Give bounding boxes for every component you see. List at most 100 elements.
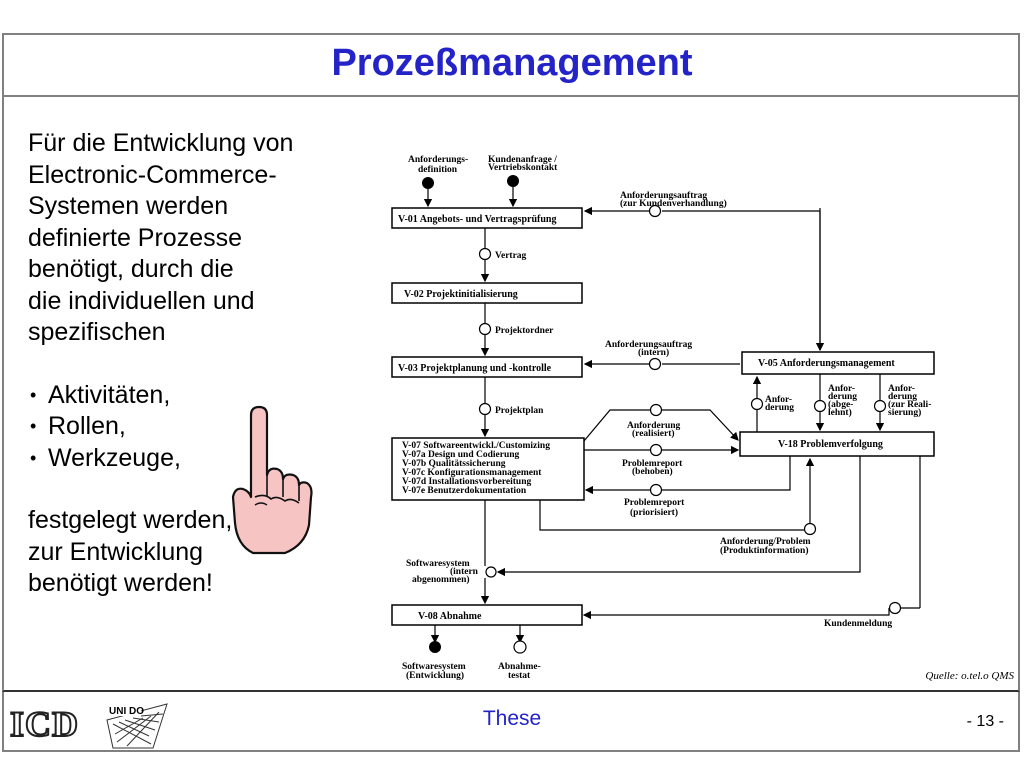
- pointing-hand-icon: [231, 405, 313, 555]
- flow-label: testat: [508, 671, 531, 681]
- flow-label: Anfor-: [828, 384, 855, 394]
- input-label: Kundenanfrage /: [488, 155, 557, 165]
- flow-label: (behoben): [632, 466, 673, 477]
- process-label: V-07a Design und Codierung: [402, 450, 520, 460]
- start-node: [422, 177, 434, 189]
- process-label: V-08 Abnahme: [418, 611, 482, 622]
- start-node: [507, 175, 519, 187]
- process-label: V-05 Anforderungsmanagement: [758, 358, 895, 369]
- flow-label: Softwaresystem: [406, 559, 470, 569]
- intro-line: Electronic-Commerce-: [28, 160, 277, 189]
- flow-node: [478, 322, 492, 336]
- flow-label: Softwaresystem: [402, 662, 466, 672]
- flow-node: [803, 522, 817, 536]
- flow-label: Anforderung/Problem: [720, 537, 811, 547]
- process-box-v18: [739, 431, 935, 457]
- flow-node: [750, 397, 764, 411]
- flow-label: (priorisiert): [630, 507, 678, 518]
- end-node: [429, 641, 441, 653]
- flow-node: [648, 204, 662, 218]
- flow-label: Anforderung: [627, 421, 681, 431]
- flow-label: (Entwicklung): [406, 670, 464, 681]
- flow-label: derung: [888, 392, 917, 402]
- process-label: V-07d Installationsvorbereitung: [402, 477, 531, 487]
- process-label: V-03 Projektplanung und -kontrolle: [398, 363, 552, 374]
- process-box-v03: [391, 356, 583, 378]
- process-label: V-07 Softwareentwickl./Customizing: [402, 441, 550, 451]
- process-box-v01: [391, 207, 583, 229]
- flow-node: [478, 247, 492, 261]
- flow-label: (intern): [638, 347, 669, 358]
- process-box-v08: [391, 604, 583, 626]
- flow-node: [648, 357, 662, 371]
- title-frame: [2, 33, 1020, 97]
- flow-label: (abge-: [828, 399, 853, 410]
- icd-logo: ICD: [9, 703, 80, 745]
- page-number: - 13 -: [966, 713, 1004, 730]
- flow-node: [649, 403, 663, 417]
- process-box-v02: [391, 282, 583, 304]
- input-label: Anforderungs-: [408, 155, 468, 165]
- flow-label: derung: [765, 403, 794, 413]
- process-label: V-07b Qualitätssicherung: [402, 459, 506, 469]
- end-node: [513, 640, 527, 654]
- flow-label: (zur Kundenverhandlung): [620, 198, 727, 209]
- flow-node: [485, 566, 497, 578]
- bullet-item: Werkzeuge,: [28, 443, 373, 475]
- flow-label: abgenommen): [412, 574, 470, 585]
- process-label: V-18 Problemverfolgung: [778, 439, 883, 450]
- input-label: Vertriebskontakt: [488, 163, 558, 173]
- outro-line: benötigt werden!: [28, 569, 213, 597]
- flow-label: Problemreport: [622, 459, 683, 469]
- flow-label: (Produktinformation): [720, 545, 809, 556]
- process-label: V-07c Konfigurationsmanagement: [402, 468, 542, 478]
- intro-line: benötigt, durch die: [28, 255, 234, 283]
- flow-node: [478, 402, 492, 416]
- flow-label: Kundenmeldung: [824, 619, 892, 629]
- slide-title: Prozeßmanagement: [331, 42, 693, 84]
- outro-line: festgelegt werden, die: [28, 506, 273, 534]
- footer-these-label: These: [482, 707, 542, 730]
- flow-label: Anfor-: [765, 395, 792, 405]
- bullet-item: Rollen,: [28, 411, 373, 443]
- flow-label: Anforderungsauftrag: [605, 340, 692, 350]
- flow-label: Problemreport: [624, 498, 685, 508]
- intro-line: die individuellen und: [28, 286, 255, 315]
- flow-label: Projektplan: [495, 406, 544, 416]
- flow-label: Projektordner: [495, 326, 554, 336]
- flow-label: Abnahme-: [498, 662, 541, 672]
- intro-line: Für die Entwicklung von: [28, 129, 294, 157]
- process-diagram: Anforderungs- definition Kundenanfrage /…: [391, 155, 935, 681]
- flow-label: derung: [828, 392, 857, 402]
- outro-line: zur Entwicklung: [28, 537, 204, 566]
- flow-label: Vertrag: [495, 251, 527, 261]
- intro-line: Systemen werden: [28, 192, 229, 220]
- process-label: V-01 Angebots- und Vertragsprüfung: [398, 214, 556, 225]
- flow-node: [649, 483, 663, 497]
- intro-line: spezifischen: [28, 318, 166, 346]
- flow-node: [649, 443, 663, 457]
- flow-label: Anfor-: [888, 384, 915, 394]
- body-text: Für die Entwicklung von Electronic-Comme…: [28, 128, 373, 600]
- bullet-list: Aktivitäten, Rollen, Werkzeuge,: [28, 380, 373, 475]
- flow-label: (intern: [450, 566, 479, 577]
- flow-label: (realisiert): [632, 428, 675, 439]
- flow-label: Anforderungsauftrag: [620, 191, 707, 201]
- unido-label: UNI DO: [109, 706, 144, 717]
- flow-node: [813, 399, 827, 413]
- flow-node: [888, 601, 902, 615]
- process-box-v07: [391, 437, 585, 501]
- flow-label: (zur Reali-: [888, 399, 931, 410]
- unido-logo: UNI DO: [106, 703, 168, 749]
- process-label: V-02 Projektinitialisierung: [404, 289, 518, 300]
- flow-label: lehnt): [828, 407, 852, 418]
- content-frame: [2, 96, 1020, 692]
- input-label: definition: [418, 165, 458, 175]
- process-box-v05: [741, 351, 935, 375]
- intro-line: definierte Prozesse: [28, 223, 243, 252]
- bullet-item: Aktivitäten,: [28, 380, 373, 412]
- process-label: V-07e Benutzerdokumentation: [402, 486, 527, 496]
- footer-frame: [2, 692, 1020, 752]
- source-citation: Quelle: o.tel.o QMS: [925, 670, 1014, 682]
- flow-label: sierung): [888, 407, 921, 418]
